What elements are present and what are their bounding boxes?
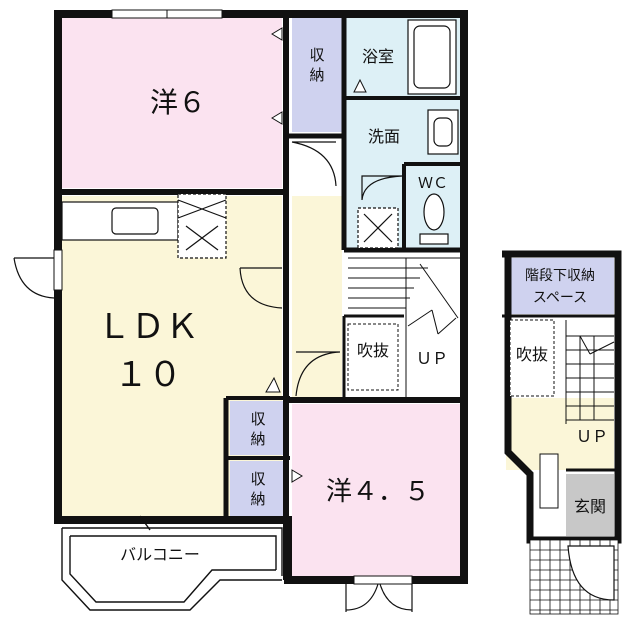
western-4-5-label: 洋４．５ bbox=[326, 477, 430, 507]
side-stairs bbox=[509, 319, 615, 509]
ldk-label: ＬＤＫ bbox=[97, 307, 199, 347]
void-1-label: 吹抜 bbox=[357, 341, 389, 360]
up-2-label: ＵＰ bbox=[576, 427, 608, 446]
entrance-area bbox=[566, 474, 614, 536]
door-markers bbox=[265, 27, 367, 483]
closet-1 bbox=[292, 16, 342, 132]
entrance-tiles bbox=[529, 539, 619, 615]
under-stair-label-1: 階段下収納 bbox=[525, 268, 595, 284]
kitchen bbox=[61, 193, 227, 259]
under-stair-label-2: スペース bbox=[533, 290, 587, 306]
western-4-5-room bbox=[292, 404, 460, 576]
main-stairs bbox=[347, 257, 460, 398]
closet-2-label: 収納 bbox=[250, 410, 265, 448]
up-1-label: ＵＰ bbox=[416, 349, 448, 368]
closet-3-label: 収納 bbox=[250, 470, 265, 508]
balcony bbox=[61, 515, 283, 611]
balcony-label: バルコニー bbox=[120, 545, 200, 564]
closet-2 bbox=[230, 401, 284, 455]
lower-hall bbox=[506, 398, 614, 470]
doors bbox=[13, 141, 413, 612]
ldk-size-label: １０ bbox=[114, 355, 182, 395]
wc-label: ＷＣ bbox=[418, 174, 448, 192]
hallway bbox=[292, 196, 342, 401]
closet-1-label: 収納 bbox=[309, 46, 324, 84]
bath-fixtures bbox=[357, 19, 459, 249]
windows bbox=[53, 9, 413, 585]
closet-1-label-top: 収納 bbox=[309, 46, 324, 84]
closet-3 bbox=[230, 461, 284, 516]
western-6-room bbox=[60, 16, 282, 188]
western-6-label: 洋６ bbox=[150, 86, 206, 119]
washroom-label: 洗面 bbox=[368, 127, 400, 146]
bath-label: 浴室 bbox=[362, 47, 394, 66]
entrance-label: 玄関 bbox=[574, 497, 606, 516]
main-walls bbox=[54, 10, 468, 584]
void-2-label: 吹抜 bbox=[516, 345, 548, 364]
under-stair-storage bbox=[506, 258, 614, 314]
